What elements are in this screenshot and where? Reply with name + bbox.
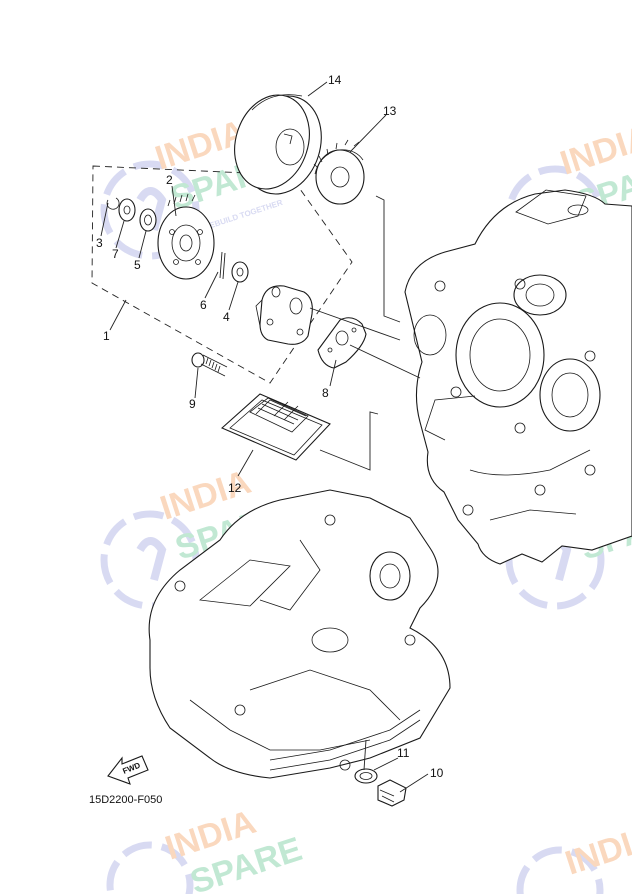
callout-9: 9 bbox=[189, 397, 196, 411]
part-11-gasket bbox=[354, 768, 378, 784]
callout-14: 14 bbox=[328, 73, 342, 87]
callout-7: 7 bbox=[112, 247, 119, 261]
watermark-bottom-center: INDIA SPARE bbox=[106, 803, 306, 894]
crankcase-right-half bbox=[404, 189, 632, 565]
part-3-circlip bbox=[106, 197, 120, 210]
part-12-oil-strainer bbox=[220, 393, 331, 461]
part-4-washer bbox=[231, 261, 249, 283]
callout-13: 13 bbox=[383, 104, 397, 118]
oil-pump-body bbox=[255, 285, 313, 345]
part-14-primary-drive-gear bbox=[234, 94, 322, 195]
part-7-washer bbox=[118, 198, 136, 222]
watermark-bottom-right: INDIA bbox=[516, 818, 632, 894]
forward-direction-arrow: FWD bbox=[107, 755, 149, 785]
part-6-dowel-pin bbox=[219, 251, 226, 280]
part-5-washer bbox=[139, 208, 157, 232]
callout-11: 11 bbox=[397, 746, 410, 760]
part-10-drain-bolt bbox=[377, 779, 407, 807]
crankcase-lower bbox=[148, 489, 451, 779]
part-2-oil-pump-gear bbox=[157, 193, 215, 280]
leader-lines bbox=[100, 81, 429, 793]
callout-4: 4 bbox=[223, 310, 230, 324]
callout-6: 6 bbox=[200, 298, 207, 312]
diagram-reference-code: 15D2200-F050 bbox=[89, 794, 162, 806]
callout-2: 2 bbox=[166, 173, 173, 187]
part-8-gasket bbox=[317, 317, 367, 369]
callout-10: 10 bbox=[430, 766, 444, 780]
callout-12: 12 bbox=[228, 481, 242, 495]
callout-1: 1 bbox=[103, 329, 110, 343]
callout-8: 8 bbox=[322, 386, 329, 400]
part-13-drive-gear bbox=[313, 139, 365, 205]
callout-5: 5 bbox=[134, 258, 141, 272]
callout-3: 3 bbox=[96, 236, 103, 250]
part-9-bolt bbox=[191, 352, 228, 377]
svg-text:INDIA: INDIA bbox=[561, 818, 632, 883]
